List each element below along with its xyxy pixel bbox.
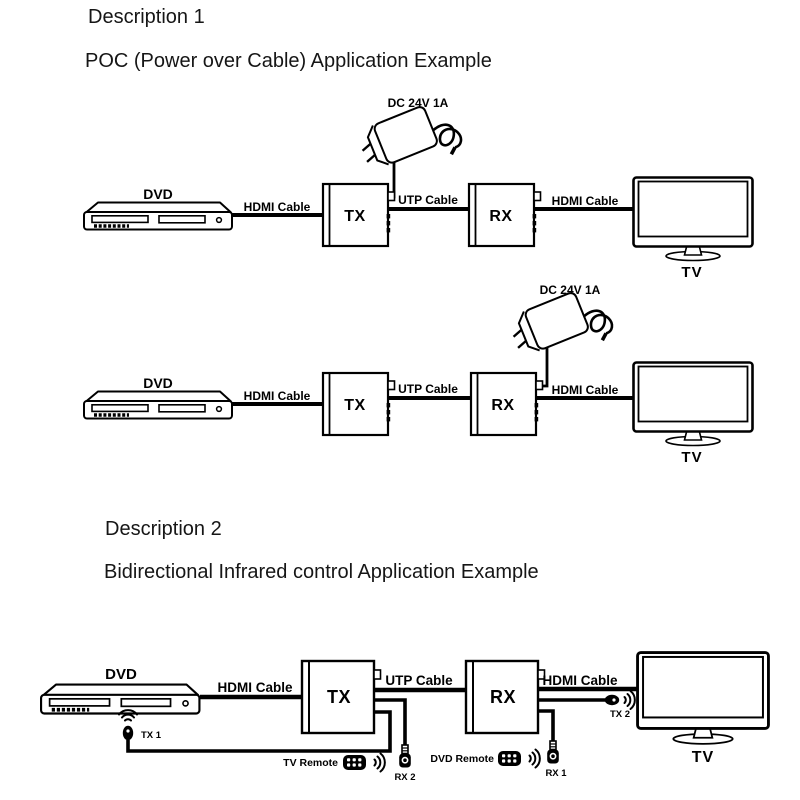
tv-label: TV bbox=[692, 749, 714, 766]
tv-label: TV bbox=[681, 449, 702, 466]
ir-waves-icon bbox=[373, 752, 386, 773]
ir-rx1-label: RX 1 bbox=[545, 768, 567, 779]
tv-label: TV bbox=[681, 264, 702, 281]
section2-title: Description 2 bbox=[105, 518, 222, 540]
ir-emitter-tx1-icon bbox=[122, 725, 134, 741]
power-cord-line bbox=[542, 340, 549, 388]
section1-subtitle: POC (Power over Cable) Application Examp… bbox=[85, 50, 492, 72]
dvd-remote-label: DVD Remote bbox=[430, 753, 494, 765]
ir-tx2-label: TX 2 bbox=[610, 709, 630, 720]
utp-cable-label: UTP Cable bbox=[398, 193, 458, 207]
dvd-player bbox=[82, 200, 234, 232]
tx-label: TX bbox=[344, 208, 365, 225]
hdmi-cable-label: HDMI Cable bbox=[244, 200, 311, 214]
ir-rx1-wire bbox=[538, 709, 555, 742]
tv-monitor bbox=[632, 361, 754, 447]
hdmi-cable-label: HDMI Cable bbox=[244, 389, 311, 403]
ir-tx1-label: TX 1 bbox=[141, 730, 162, 741]
ir-waves-icon bbox=[623, 690, 636, 710]
hdmi-cable-label: HDMI Cable bbox=[542, 673, 618, 688]
tv-remote-label: TV Remote bbox=[283, 757, 338, 769]
rx-label: RX bbox=[491, 397, 514, 414]
ir-emitter-tx2-icon bbox=[604, 694, 620, 706]
utp-cable-label: UTP Cable bbox=[398, 382, 458, 396]
dvd-label: DVD bbox=[143, 186, 173, 202]
ir-rx2-label: RX 2 bbox=[394, 772, 415, 783]
ir-tx1-wire bbox=[126, 710, 392, 753]
section1-title: Description 1 bbox=[88, 6, 205, 28]
dvd-remote-icon bbox=[498, 751, 521, 766]
tv-remote-icon bbox=[343, 755, 366, 770]
tv-monitor bbox=[632, 176, 754, 262]
tv-monitor bbox=[636, 651, 770, 746]
hdmi-cable-label: HDMI Cable bbox=[552, 383, 619, 397]
power-label: DC 24V 1A bbox=[388, 96, 449, 110]
ir-receiver-rx1-icon bbox=[546, 740, 560, 765]
tx-label: TX bbox=[344, 397, 365, 414]
ir-waves-icon bbox=[528, 748, 541, 769]
dvd-label: DVD bbox=[143, 375, 173, 391]
hdmi-cable-label: HDMI Cable bbox=[217, 680, 293, 695]
utp-cable-label: UTP Cable bbox=[385, 673, 453, 688]
ir-rx2-wire bbox=[374, 698, 407, 746]
diagram-poc-tx-powered: DC 24V 1A DVD HDMI Cable TX UTP Cable RX… bbox=[82, 94, 754, 281]
dvd-player bbox=[82, 389, 234, 421]
hdmi-cable-label: HDMI Cable bbox=[552, 194, 619, 208]
rx-label: RX bbox=[490, 687, 516, 707]
diagram-poc-rx-powered: DC 24V 1A DVD HDMI Cable TX UTP Cable RX… bbox=[82, 280, 754, 466]
ir-receiver-rx2-icon bbox=[398, 744, 412, 769]
dvd-player bbox=[39, 682, 202, 716]
dvd-label: DVD bbox=[105, 666, 137, 683]
section2-subtitle: Bidirectional Infrared control Applicati… bbox=[104, 561, 539, 583]
power-label: DC 24V 1A bbox=[540, 283, 601, 297]
diagram-ir-control: DVD HDMI Cable TX UTP Cable RX HDMI Cabl… bbox=[39, 651, 770, 783]
rx-label: RX bbox=[489, 208, 512, 225]
tx-label: TX bbox=[327, 687, 351, 707]
